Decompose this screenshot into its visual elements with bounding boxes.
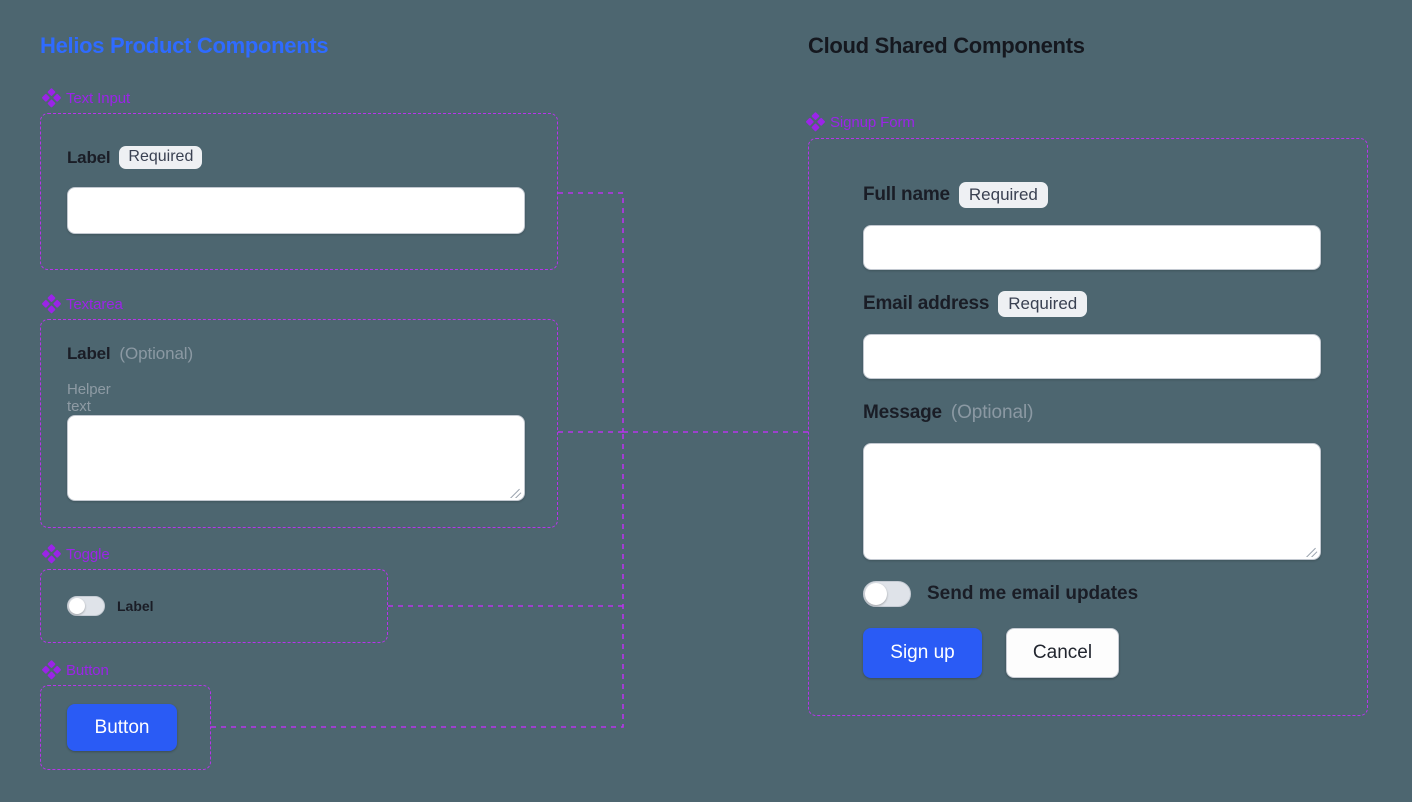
message-label-row: Message (Optional) [863, 402, 1033, 424]
optional-text: (Optional) [119, 344, 194, 363]
button-boundary [40, 685, 211, 770]
field-label-text: Label [67, 344, 111, 363]
group-label: Text Input [66, 90, 131, 107]
email-updates-switch[interactable] [863, 581, 911, 607]
field-label-text: Email address [863, 293, 990, 314]
left-panel: Helios Product Components Text Input Lab… [40, 33, 558, 770]
group-label: Toggle [66, 546, 110, 563]
group-header-textarea: Textarea [41, 293, 123, 315]
toggle-knob [865, 583, 887, 605]
textarea-label-row: Label (Optional) [67, 344, 193, 364]
resize-grip-icon[interactable] [510, 486, 522, 498]
textarea-boundary [40, 319, 558, 528]
textarea-wrapper [67, 415, 525, 501]
demo-button[interactable]: Button [67, 704, 177, 751]
toggle-row: Label [67, 596, 154, 616]
textarea-helper-text: Helper text [67, 381, 111, 415]
email-label-row: Email address Required [863, 291, 1088, 317]
full-name-input[interactable] [863, 225, 1321, 270]
text-input-label-row: Label Required [67, 146, 203, 169]
full-name-label-row: Full name Required [863, 182, 1048, 208]
group-label: Signup Form [830, 114, 915, 131]
text-input-boundary [40, 113, 558, 270]
required-badge: Required [958, 182, 1048, 208]
toggle-label: Label [117, 598, 154, 614]
email-updates-toggle-row: Send me email updates [863, 581, 1138, 607]
diamond-icon [41, 293, 62, 315]
group-header-text-input: Text Input [41, 87, 131, 109]
left-panel-title: Helios Product Components [40, 33, 329, 58]
right-panel-title: Cloud Shared Components [808, 33, 1085, 58]
required-badge: Required [998, 291, 1088, 317]
group-header-button: Button [41, 659, 109, 681]
text-input-field[interactable] [67, 187, 525, 234]
group-header-signup-form: Signup Form [805, 111, 915, 133]
toggle-boundary [40, 569, 388, 643]
resize-grip-icon[interactable] [1306, 545, 1318, 557]
right-panel: Cloud Shared Components Signup Form Full… [790, 0, 1412, 802]
message-textarea[interactable] [863, 443, 1321, 560]
diamond-icon [805, 111, 826, 133]
diamond-icon [41, 543, 62, 565]
toggle-switch[interactable] [67, 596, 105, 616]
textarea-field[interactable] [67, 415, 525, 501]
message-textarea-wrapper [863, 443, 1321, 560]
email-updates-label: Send me email updates [927, 583, 1139, 604]
diamond-icon [41, 87, 62, 109]
email-input[interactable] [863, 334, 1321, 379]
group-label: Textarea [66, 296, 123, 313]
signup-form-boundary [808, 138, 1368, 716]
required-badge: Required [119, 146, 203, 169]
field-label-text: Full name [863, 184, 950, 205]
optional-text: (Optional) [950, 402, 1034, 423]
group-label: Button [66, 662, 109, 679]
cancel-button[interactable]: Cancel [1006, 628, 1119, 678]
sign-up-button[interactable]: Sign up [863, 628, 982, 678]
diamond-icon [41, 659, 62, 681]
field-label-text: Label [67, 147, 111, 167]
group-header-toggle: Toggle [41, 543, 110, 565]
field-label-text: Message [863, 402, 942, 423]
toggle-knob [69, 598, 85, 614]
